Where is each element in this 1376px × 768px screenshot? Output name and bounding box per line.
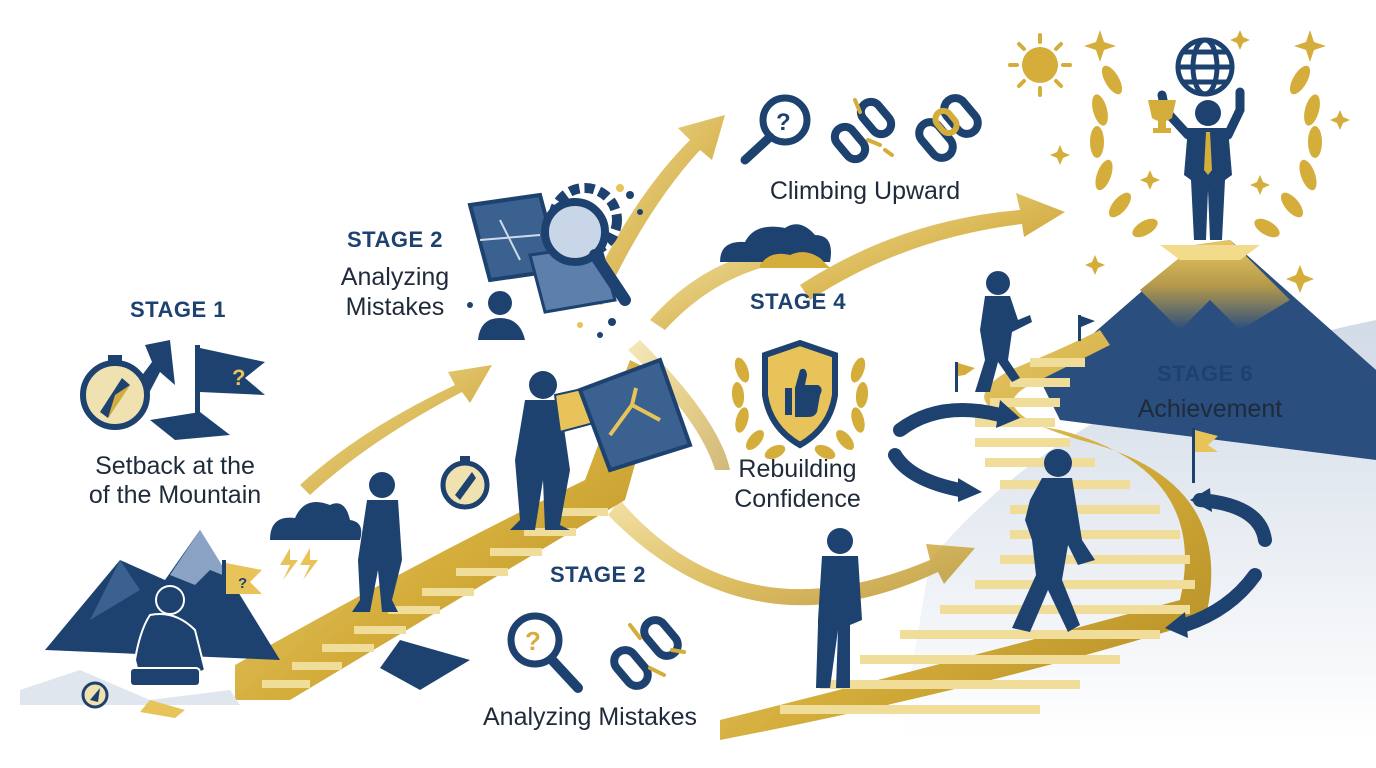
laurel-left [731,357,786,460]
sparkle-icon [1050,30,1350,293]
thinking-person-small-icon [478,291,525,340]
circular-arrow-icon [888,403,1272,632]
debris-dots [467,191,643,338]
thinking-person-icon [352,472,402,612]
laurel-wreath-icon [731,357,869,460]
shield-thumbs-up-icon [762,339,838,449]
arrow-lower-swoosh [608,500,975,606]
broken-chain-icon [830,97,896,164]
stage6-label: STAGE 6 [1156,361,1253,386]
stage1-label: STAGE 1 [129,297,226,322]
climbing-upward-label: Climbing Upward [769,177,961,205]
stage2-top-description-line1: Analyzing [340,263,450,291]
arrow-climbing-upward [800,193,1065,300]
stage2-top-description-line2: Mistakes [345,293,445,321]
standing-person-icon [816,528,862,688]
stage4-description-line2: Confidence [734,485,861,513]
broken-ground-icon [150,412,470,690]
golden-staircase-left [235,360,660,700]
laurel-right [814,357,869,460]
stage1-description-line1: Setback at the [95,452,255,480]
stage1-description-line2: of the Mountain [88,481,262,509]
stage2-bottom-label: STAGE 2 [549,562,646,587]
stage4-description-line1: Rebuilding [738,455,857,483]
stage6-description: Achievement [1137,395,1283,423]
trophy-person-icon [1148,87,1245,240]
svg-text:?: ? [238,575,247,592]
stage2-bottom-description: Analyzing Mistakes [483,703,697,731]
svg-text:?: ? [525,626,541,656]
walking-person-icon [1012,449,1095,632]
laurel-wreath-summit-icon [1090,65,1322,238]
arrow-stage2-upward [585,115,725,305]
small-compass-icon [81,681,185,718]
question-magnifier-icon: ? [740,94,811,165]
magnifier-gear-icon [541,183,631,306]
climbing-person-icon [975,271,1032,392]
sitting-person-icon [129,585,207,687]
stage2-top-label: STAGE 2 [346,227,443,252]
arrow-stage1-to-stage2 [300,365,492,495]
compass-icon [80,355,150,430]
broken-arrow-icon [140,340,175,395]
flag-icons [955,315,1218,483]
compass-icon-2 [440,456,490,510]
question-flag-icon: ? [195,345,265,415]
cloud-icon [720,224,831,268]
question-flag-small-icon: ? [222,560,262,620]
globe-icon [1175,37,1235,97]
chain-link-icon [915,94,982,162]
sun-icon [1008,33,1072,97]
question-magnifier-bottom-icon: ? [507,612,583,693]
stage4-label: STAGE 4 [749,289,846,314]
summit-mountain-icon [1040,240,1376,460]
svg-text:?: ? [776,109,791,136]
broken-chain-bottom-icon [610,616,686,690]
svg-text:?: ? [232,365,245,390]
directions-map-icon [577,357,693,473]
storm-cloud-icon [270,501,362,580]
